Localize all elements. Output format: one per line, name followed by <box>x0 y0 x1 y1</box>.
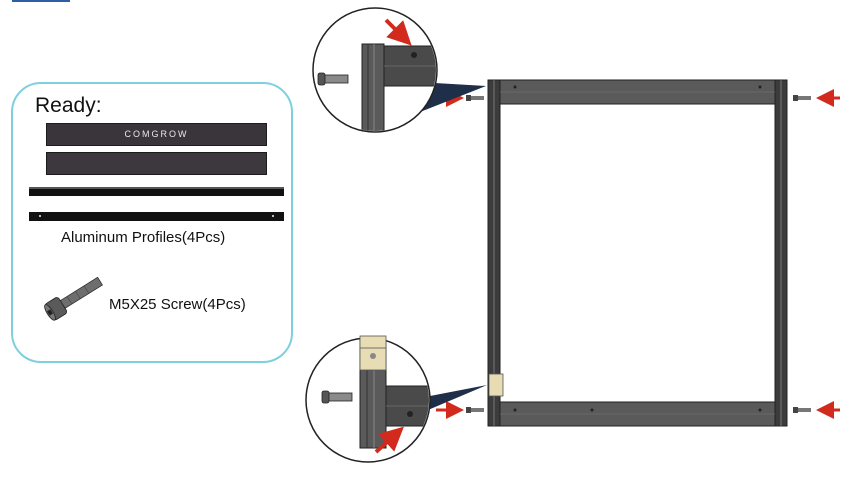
brand-logo: COMGROW <box>124 129 189 139</box>
profile-holed <box>29 212 284 221</box>
ready-title: Ready: <box>35 94 102 117</box>
profiles-label: Aluminum Profiles(4Pcs) <box>61 229 226 246</box>
profile-slotted <box>29 187 284 196</box>
screw-icon <box>44 276 103 321</box>
profile-plain <box>46 152 267 175</box>
header-rule <box>12 0 70 2</box>
frame-screws <box>466 95 811 413</box>
aluminum-frame <box>487 79 788 427</box>
ready-panel: Ready: COMGROW Aluminum Profiles(4Pcs) M… <box>11 82 293 363</box>
top-callout <box>312 7 486 133</box>
screw-label: M5X25 Screw(4Pcs) <box>109 296 246 313</box>
bottom-callout <box>305 335 487 463</box>
profile-with-logo: COMGROW <box>46 123 267 146</box>
